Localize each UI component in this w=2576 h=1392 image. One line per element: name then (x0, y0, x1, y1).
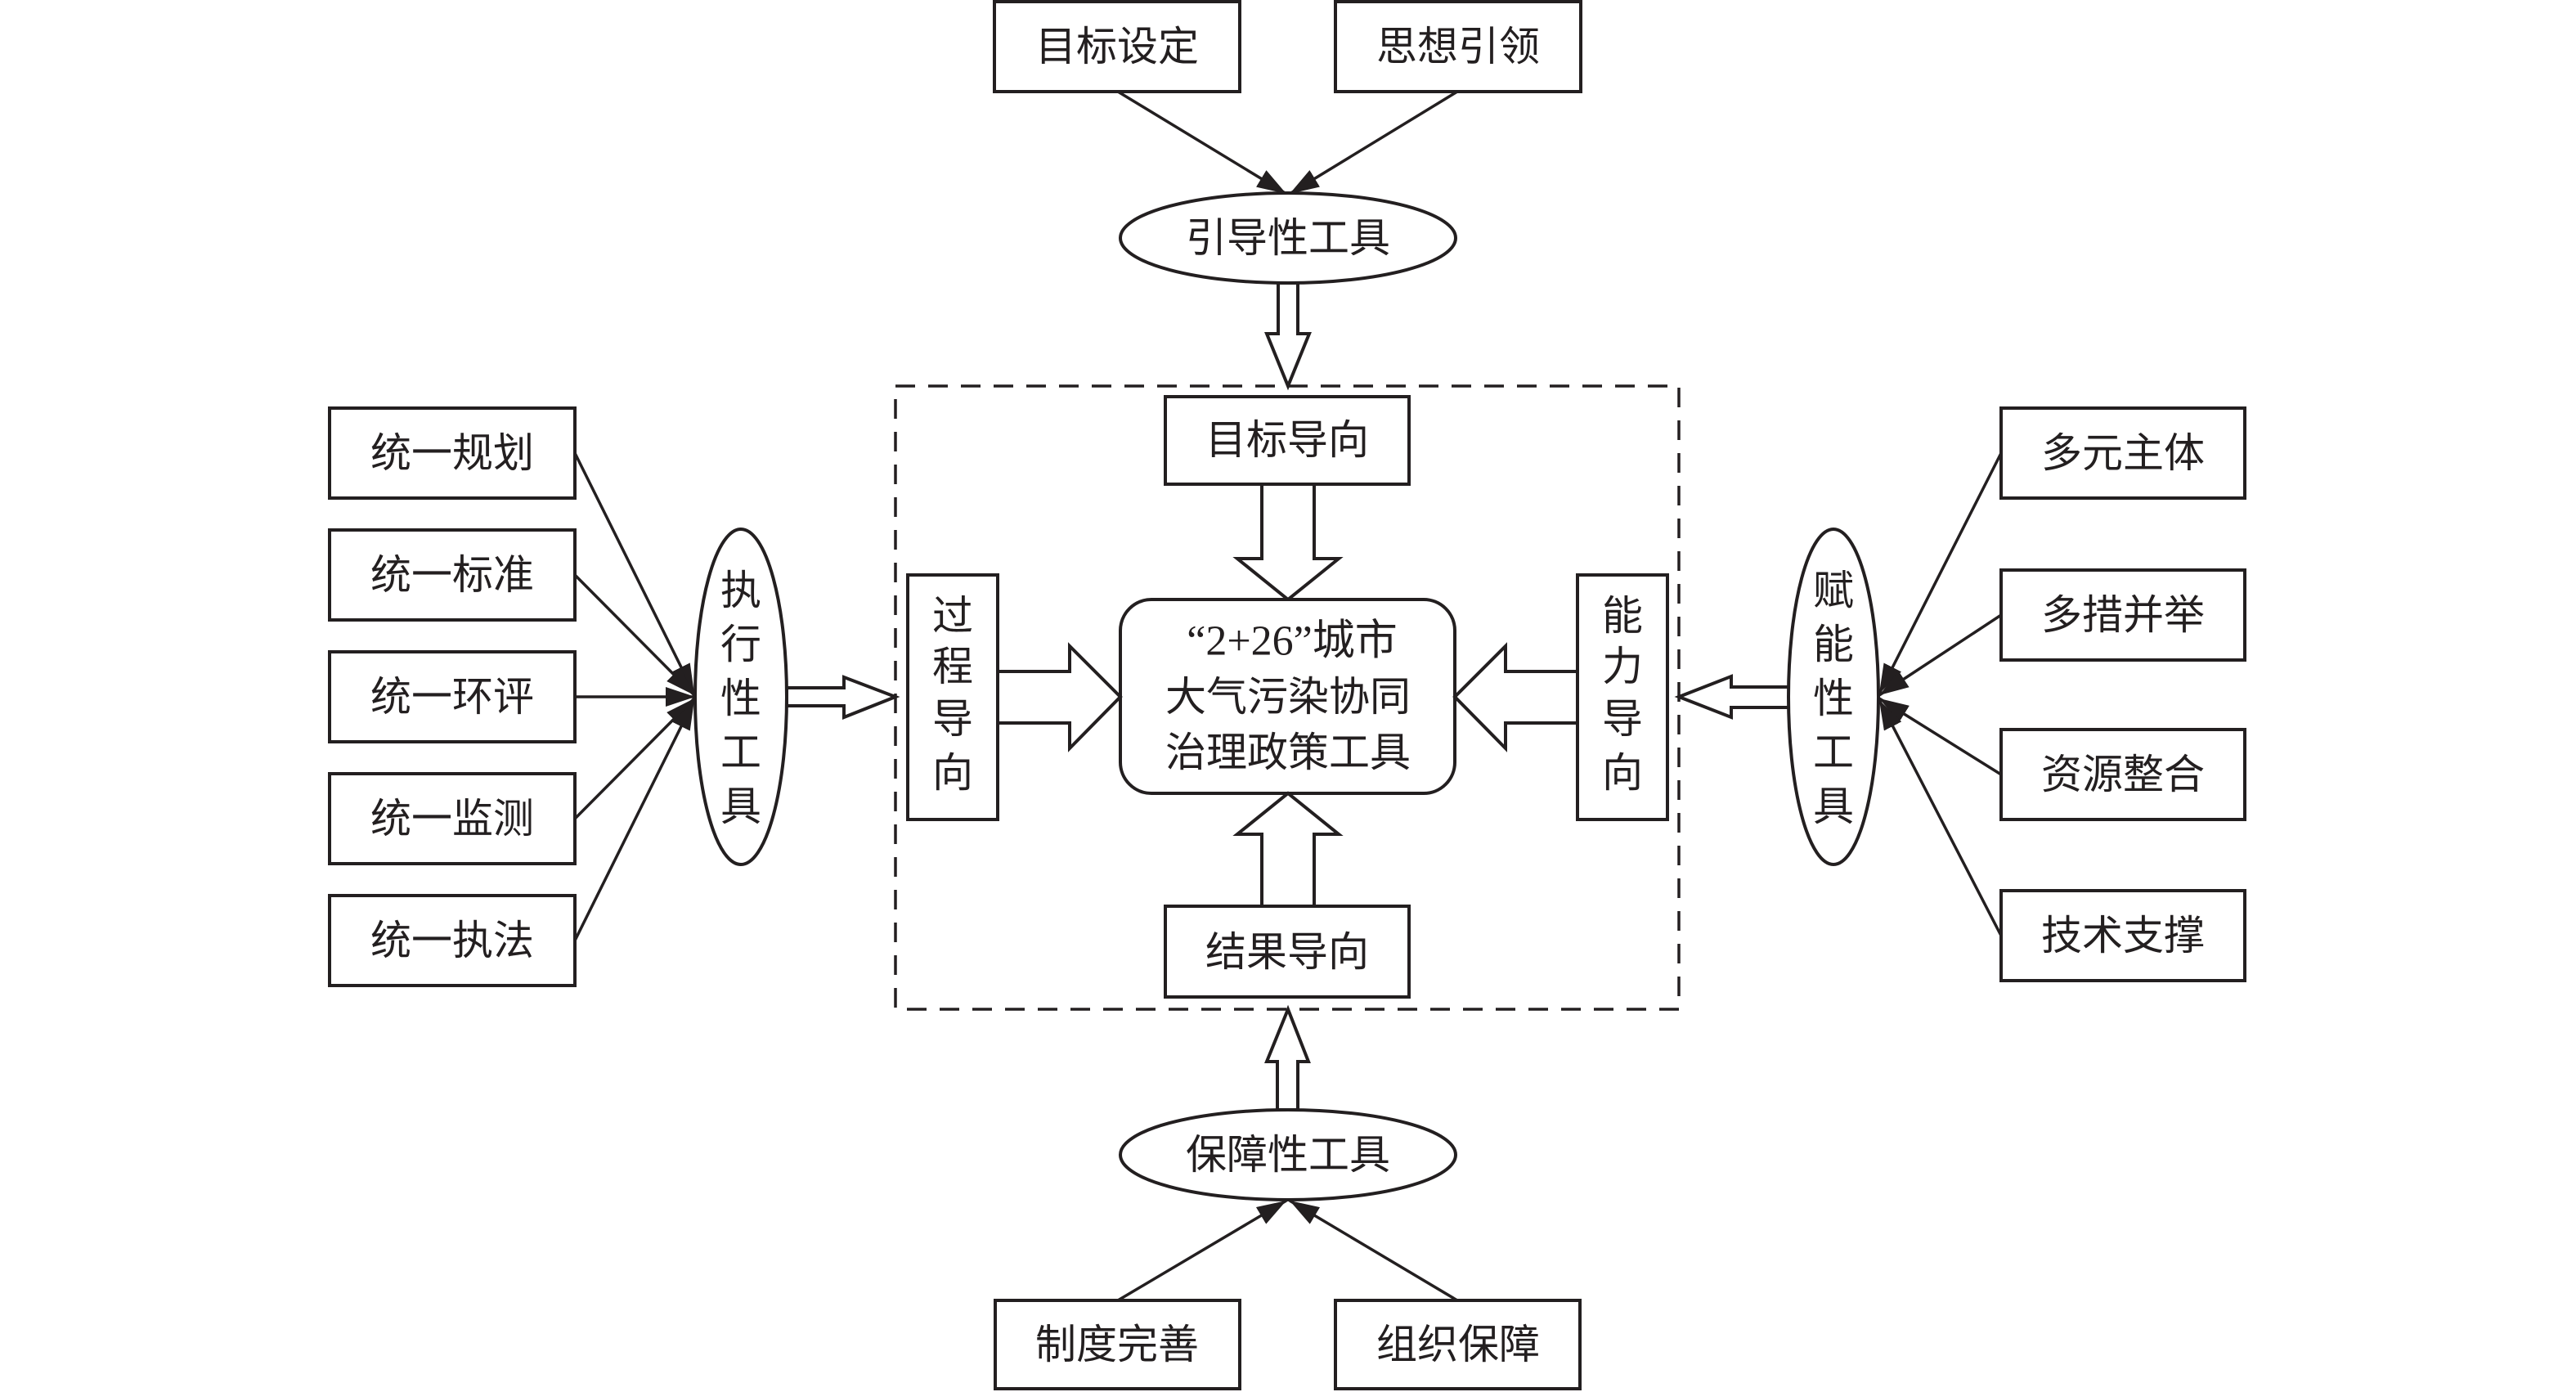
orientation-char: 过 (932, 592, 973, 640)
empowering-tools-char: 工 (1813, 729, 1854, 776)
block-arrow-up (1232, 791, 1344, 908)
guiding-input-label: 思想引领 (1376, 23, 1540, 70)
guiding-tools-label: 引导性工具 (1186, 214, 1390, 262)
orientation-char: 程 (932, 643, 973, 690)
connector-arrow (573, 699, 696, 941)
safeguard-input-label: 组织保障 (1376, 1321, 1540, 1368)
orientation-char: 导 (1602, 695, 1643, 743)
guiding-input-goal-setting[interactable]: 目标设定 (993, 0, 1241, 93)
block-arrow-down (1232, 483, 1344, 602)
guiding-tools-node[interactable]: 引导性工具 (1119, 191, 1457, 285)
executive-input-planning[interactable]: 统一规划 (328, 406, 577, 500)
orientation-label: 目标导向 (1205, 416, 1369, 464)
orientation-box (1164, 905, 1411, 999)
orientation-char: 向 (932, 749, 973, 797)
connector-arrow (573, 573, 696, 697)
block-arrow-up (1264, 1004, 1311, 1111)
safeguard-tools-ellipse (1119, 1108, 1457, 1201)
empowering-input-multiple-measures[interactable]: 多措并举 (1999, 568, 2246, 662)
orientation-char: 导 (932, 695, 973, 743)
guiding-input-label: 目标设定 (1035, 23, 1199, 70)
orientation-char: 力 (1602, 643, 1643, 690)
safeguard-input-organizational-guarantee[interactable]: 组织保障 (1334, 1299, 1582, 1390)
connector-arrow (1878, 613, 2002, 697)
executive-tools-char: 执 (720, 567, 761, 614)
executive-tools-char: 具 (720, 783, 761, 830)
orientation-goal[interactable]: 目标导向 (1164, 395, 1411, 486)
orientation-result[interactable]: 结果导向 (1164, 905, 1411, 999)
executive-input-label: 统一标准 (370, 551, 534, 599)
empowering-input-label: 技术支撑 (2041, 912, 2205, 959)
orientation-label: 结果导向 (1205, 928, 1369, 976)
safeguard-tools-label: 保障性工具 (1186, 1131, 1390, 1179)
executive-input-monitoring[interactable]: 统一监测 (328, 772, 577, 865)
connector-arrow (573, 452, 696, 694)
connector-arrow (1117, 1199, 1287, 1302)
executive-tools-char: 性 (720, 675, 761, 722)
empowering-tools-char: 性 (1813, 675, 1854, 722)
executive-input-label: 统一环评 (370, 673, 534, 721)
connector-arrow (1289, 90, 1458, 195)
executive-input-box (328, 772, 577, 865)
connector-arrow (1878, 452, 2003, 694)
connector-arrow (1289, 1199, 1458, 1302)
block-arrow-right (996, 642, 1123, 752)
executive-input-enforcement[interactable]: 统一执法 (328, 894, 577, 987)
safeguard-tools-node[interactable]: 保障性工具 (1119, 1108, 1457, 1201)
empowering-tools-ellipse (1787, 528, 1880, 866)
block-arrow-left (1674, 674, 1791, 720)
executive-tools-char: 工 (720, 729, 761, 776)
empowering-input-box (1999, 406, 2246, 500)
block-arrow-down (1264, 281, 1312, 391)
executive-input-box (328, 406, 577, 500)
empowering-tools-node[interactable]: 赋 能 性 工 具 (1787, 528, 1880, 866)
center-title-line: “2+26”城市 (1187, 618, 1398, 665)
executive-input-standards[interactable]: 统一标准 (328, 528, 577, 622)
orientation-box (1576, 573, 1669, 821)
block-arrow-left (1452, 642, 1579, 752)
safeguard-input-box (994, 1299, 1241, 1390)
safeguard-input-box (1334, 1299, 1582, 1390)
executive-tools-char: 行 (720, 621, 761, 668)
guiding-input-box (993, 0, 1241, 93)
empowering-tools-char: 能 (1813, 621, 1854, 668)
empowering-input-resource-integration[interactable]: 资源整合 (1999, 728, 2246, 821)
connector-arrow (1878, 699, 2003, 936)
guiding-input-ideological-leadership[interactable]: 思想引领 (1334, 0, 1582, 93)
empowering-input-box (1999, 728, 2246, 821)
executive-input-eia[interactable]: 统一环评 (328, 650, 577, 743)
executive-tools-node[interactable]: 执 行 性 工 具 (693, 528, 788, 866)
executive-input-box (328, 528, 577, 622)
safeguard-input-institutional-improvement[interactable]: 制度完善 (994, 1299, 1241, 1390)
empowering-tools-char: 具 (1813, 783, 1854, 830)
empowering-input-multi-actors[interactable]: 多元主体 (1999, 406, 2246, 500)
executive-input-label: 统一执法 (370, 917, 534, 964)
center-title-line: 大气污染协同 (1165, 673, 1411, 721)
executive-input-label: 统一规划 (370, 429, 534, 477)
empowering-input-label: 资源整合 (2041, 751, 2205, 798)
connector-arrow (1117, 90, 1287, 195)
empowering-input-label: 多元主体 (2041, 429, 2205, 477)
center-policy-tools[interactable]: “2+26”城市 大气污染协同 治理政策工具 (1119, 598, 1456, 795)
executive-input-label: 统一监测 (370, 795, 534, 842)
empowering-input-tech-support[interactable]: 技术支撑 (1999, 889, 2246, 982)
connector-arrow (573, 697, 696, 820)
center-title-line: 治理政策工具 (1165, 729, 1411, 776)
empowering-input-box (1999, 889, 2246, 982)
orientation-char: 能 (1602, 592, 1643, 640)
orientation-capability[interactable]: 能 力 导 向 (1576, 573, 1669, 821)
empowering-tools-char: 赋 (1813, 567, 1854, 614)
guiding-input-box (1334, 0, 1582, 93)
orientation-char: 向 (1602, 749, 1643, 797)
empowering-input-box (1999, 568, 2246, 662)
orientation-process[interactable]: 过 程 导 向 (906, 573, 999, 821)
safeguard-input-label: 制度完善 (1035, 1321, 1199, 1368)
empowering-input-label: 多措并举 (2041, 591, 2205, 639)
block-arrow-right (785, 675, 900, 720)
orientation-box (906, 573, 999, 821)
